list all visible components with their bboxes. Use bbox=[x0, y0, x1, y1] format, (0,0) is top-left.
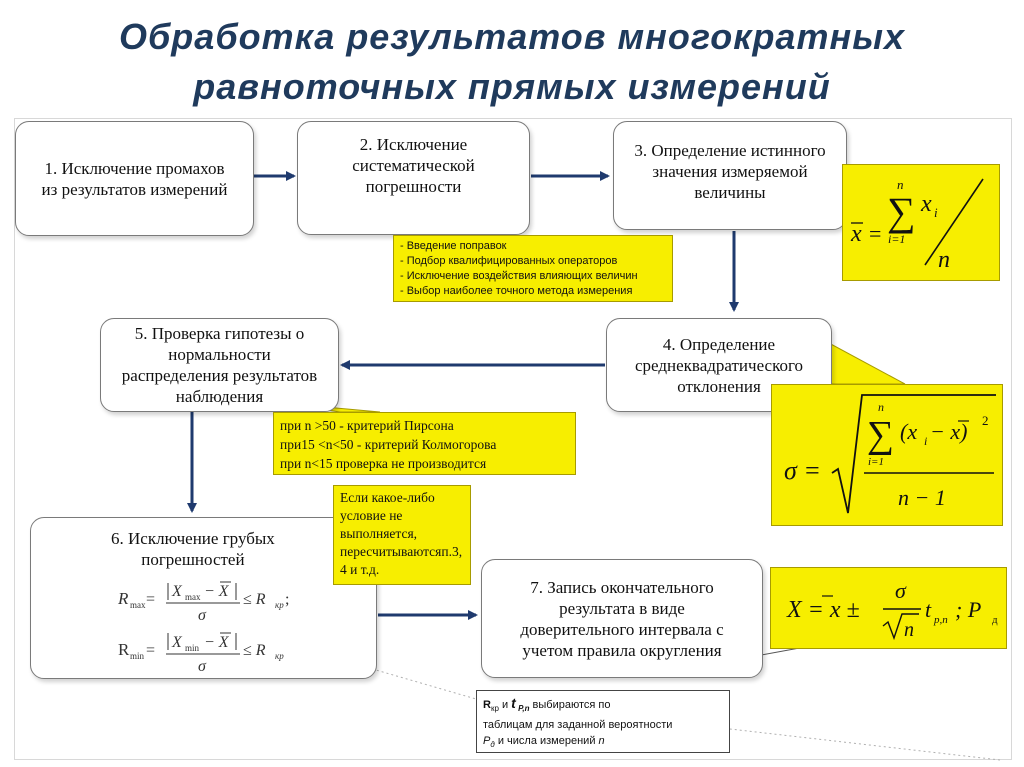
table-note-r: R bbox=[483, 699, 491, 711]
sigma-sum-top: n bbox=[878, 400, 884, 414]
sigma-exp: 2 bbox=[982, 413, 989, 428]
diagram-frame bbox=[14, 118, 1012, 760]
result-t-sub: p,n bbox=[933, 614, 948, 626]
table-note-n: n bbox=[598, 735, 605, 748]
title-line-2: равноточных прямых измерений bbox=[193, 66, 831, 107]
step-2-label: 2. Исключение систематической погрешност… bbox=[352, 135, 475, 196]
mean-eq: = bbox=[869, 221, 881, 246]
step-5-box: 5. Проверка гипотезы о нормальности расп… bbox=[100, 318, 339, 412]
result-num: σ bbox=[895, 578, 907, 603]
table-note-choose: выбираются по bbox=[529, 699, 611, 711]
formula-mean-box: x = n ∑ i=1 x i n bbox=[842, 164, 1000, 281]
slide-title: Обработка результатов многократных равно… bbox=[0, 12, 1024, 112]
dotted-guide-right bbox=[729, 728, 1001, 761]
step-6-label: 6. Исключение грубых погрешностей bbox=[111, 529, 275, 569]
formula-result: X = x ± σ n t p,n ; P д bbox=[786, 578, 998, 641]
table-note-p-sub: д bbox=[490, 740, 495, 750]
sigma-term: (x bbox=[900, 419, 917, 444]
mean-term: x bbox=[920, 191, 932, 217]
mean-sigma: ∑ bbox=[887, 189, 916, 234]
table-note-line3: и числа измерений bbox=[494, 735, 599, 748]
table-note-line2: таблицам для заданной вероятности bbox=[483, 719, 673, 732]
sigma-sum-bottom: i=1 bbox=[868, 456, 884, 468]
sigma-sum: ∑ bbox=[867, 414, 894, 456]
mean-sum-bottom: i=1 bbox=[888, 232, 905, 246]
result-sep: ; P bbox=[955, 597, 981, 622]
title-line-1: Обработка результатов многократных bbox=[119, 16, 905, 57]
formula-mean: x = n ∑ i=1 x i n bbox=[850, 177, 984, 273]
table-note-and: и bbox=[498, 699, 512, 711]
step-5-label: 5. Проверка гипотезы о нормальности расп… bbox=[121, 324, 318, 406]
note-recalculate: Если какое-либо условие не выполняется, … bbox=[333, 485, 471, 585]
note-systematic-methods: - Введение поправок - Подбор квалифициро… bbox=[393, 235, 673, 302]
note-hypothesis-criteria: при n >50 - критерий Пирсона при15 <n<50… bbox=[273, 412, 576, 475]
sigma-term-sub: i bbox=[924, 434, 927, 448]
mean-sum-top: n bbox=[897, 177, 904, 192]
table-note-r-sub: кр bbox=[490, 704, 499, 714]
formula-sigma: σ = n ∑ i=1 (x i − x) 2 n − 1 bbox=[784, 394, 996, 514]
mean-xbar: x bbox=[850, 221, 862, 247]
result-lhs: X = x ± bbox=[786, 597, 860, 623]
step-1-label: 1. Исключение промахов из результатов из… bbox=[41, 158, 228, 199]
formula-sigma-box: σ = n ∑ i=1 (x i − x) 2 n − 1 bbox=[771, 384, 1003, 526]
step-2-box: 2. Исключение систематической погрешност… bbox=[297, 121, 530, 235]
table-note-p: P bbox=[483, 735, 491, 748]
step-7-label: 7. Запись окончательного результата в ви… bbox=[520, 577, 724, 660]
table-note-t: t bbox=[511, 695, 516, 711]
sigma-term-rest: − x) bbox=[930, 419, 967, 444]
step-4-label: 4. Определение среднеквадратического отк… bbox=[634, 334, 804, 396]
step-3-label: 3. Определение истинного значения измеря… bbox=[634, 141, 826, 202]
formula-result-box: X = x ± σ n t p,n ; P д bbox=[770, 567, 1007, 649]
mean-term-sub: i bbox=[934, 205, 938, 220]
note-table-selection: Rкр и t P,n выбираются по таблицам для з… bbox=[476, 690, 730, 753]
mean-den: n bbox=[938, 247, 950, 273]
step-6-box: 6. Исключение грубых погрешностей bbox=[30, 517, 377, 679]
sigma-lhs: σ = bbox=[784, 456, 821, 485]
result-p-sub: д bbox=[992, 614, 998, 626]
step-3-box: 3. Определение истинного значения измеря… bbox=[613, 121, 847, 230]
result-t: t bbox=[925, 597, 932, 622]
step-7-box: 7. Запись окончательного результата в ви… bbox=[481, 559, 763, 678]
table-note-t-sub: P,n bbox=[515, 704, 530, 714]
sigma-den: n − 1 bbox=[898, 485, 946, 510]
result-den: n bbox=[904, 619, 914, 641]
step-1-box: 1. Исключение промахов из результатов из… bbox=[15, 121, 254, 236]
